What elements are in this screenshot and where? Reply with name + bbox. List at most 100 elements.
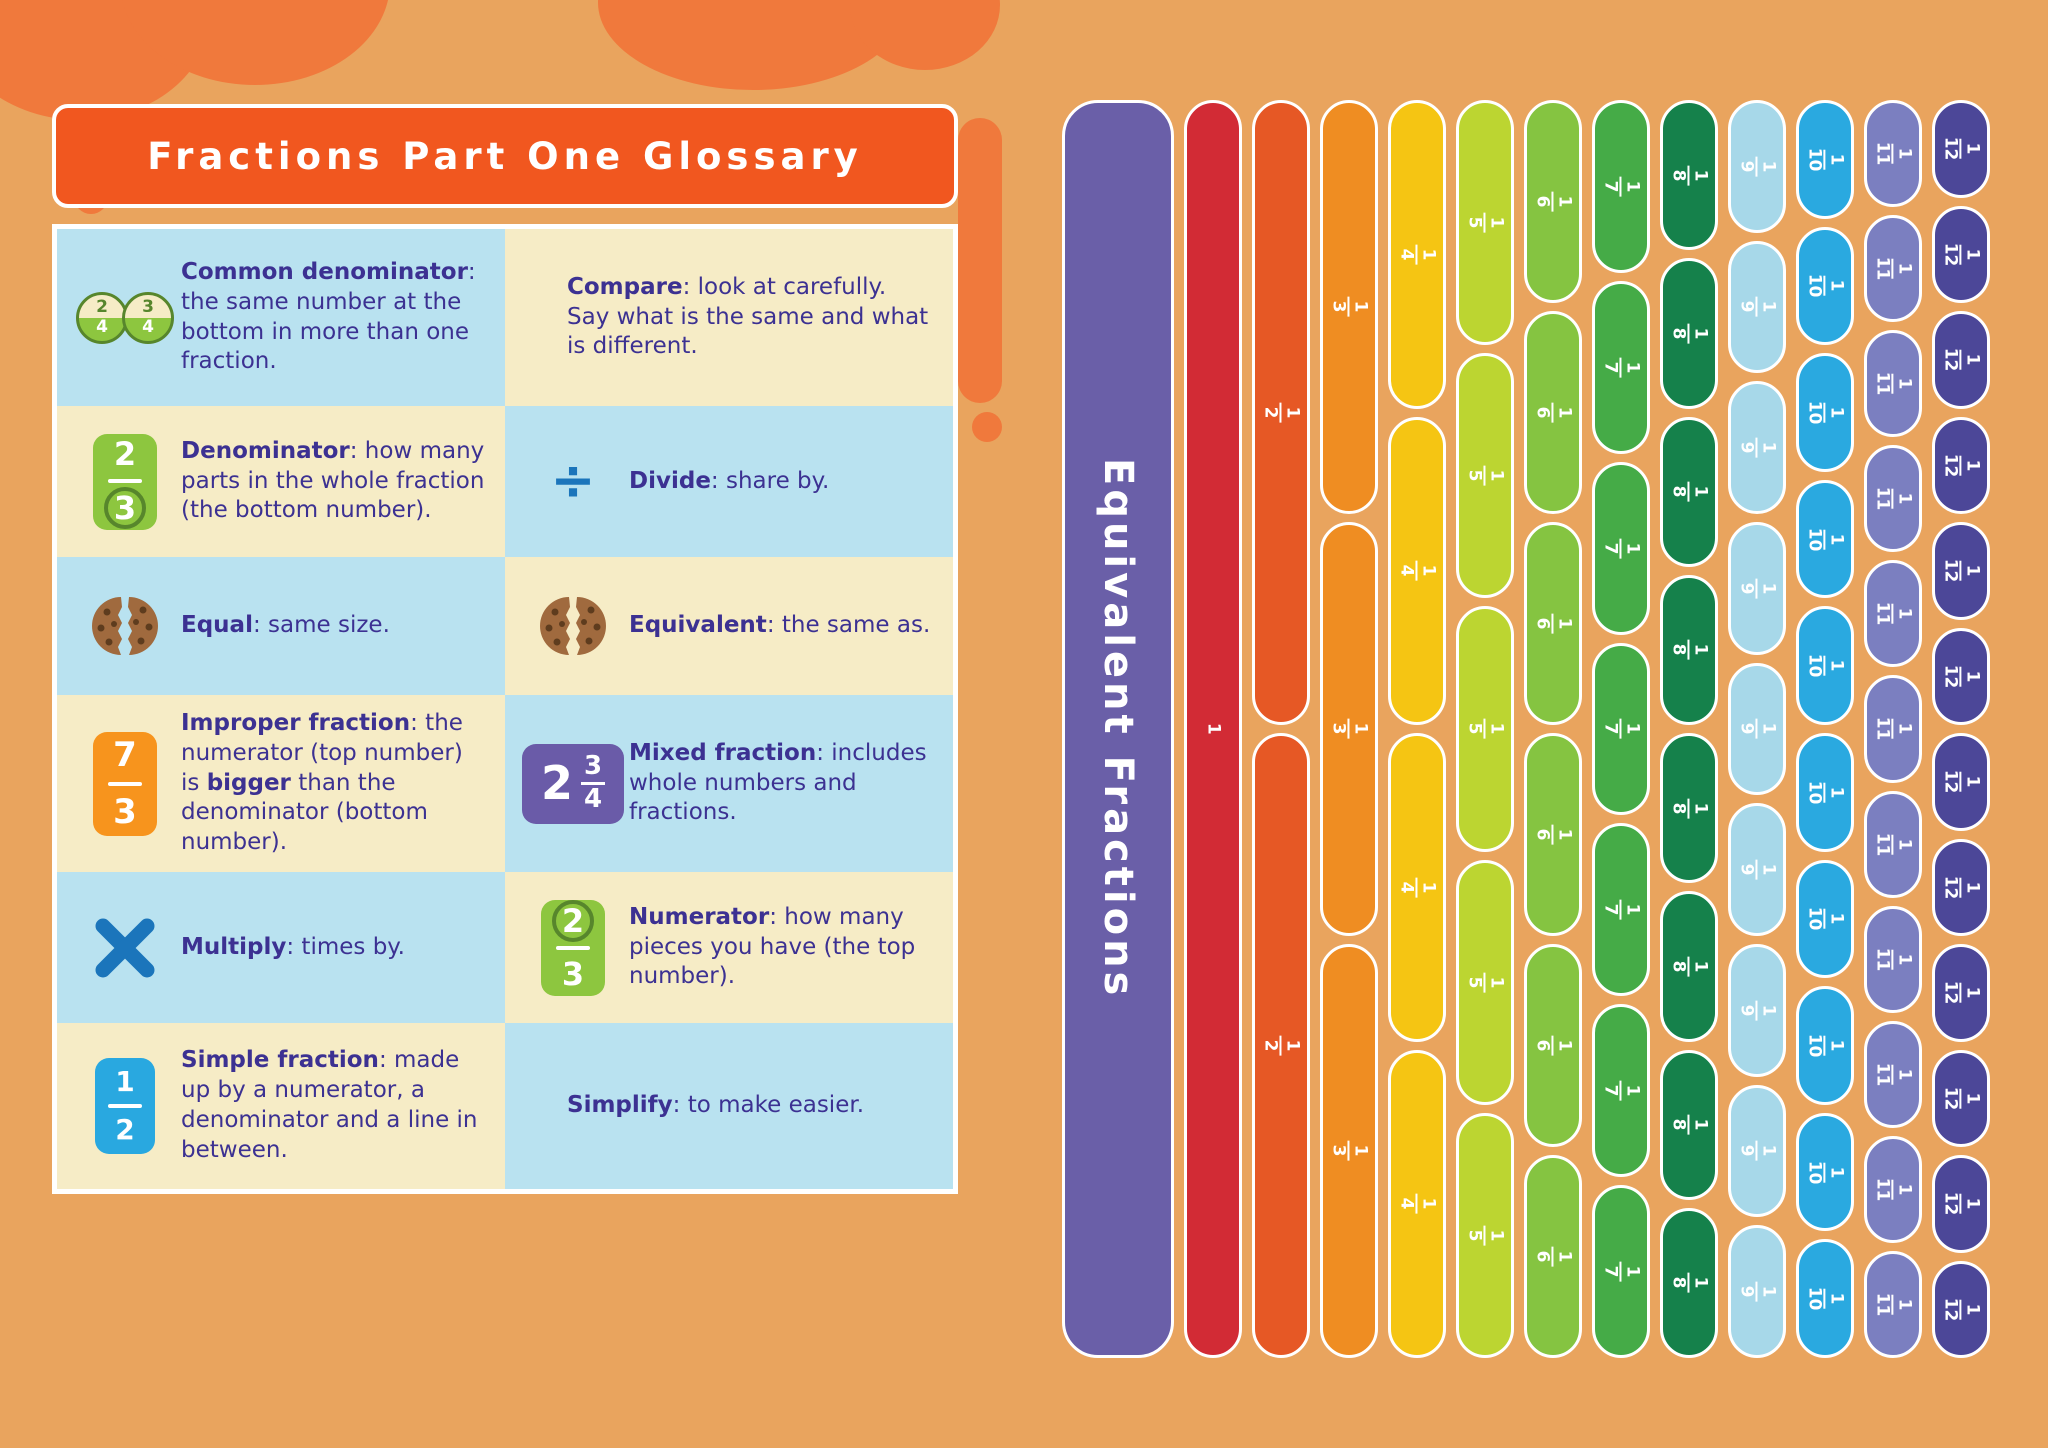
numerator-text: 1 [1756,578,1779,599]
glossary-cell-numerator: 2 3 Numerator: how many pieces you have … [505,872,953,1023]
denominator-text: 9 [1737,582,1757,595]
denominator-text: 12 [1940,242,1961,267]
numerator-text: 1 [1552,402,1575,423]
numerator-text: 1 [1484,972,1507,993]
numerator-text: 1 [1348,719,1371,739]
definition-text: Mixed fraction: includes whole numbers a… [629,739,933,829]
wall-title-bar: Equivalent Fractions [1062,100,1174,1358]
numerator-text: 1 [1688,323,1711,344]
denominator-text: 11 [1872,832,1893,856]
glossary-cell-denominator: 2 3 Denominator: how many parts in the w… [57,406,505,557]
numerator-text: 1 [1552,824,1575,845]
denominator-text: 2 [115,1113,135,1146]
denominator-text: 12 [1940,1086,1961,1111]
numerator-text: 1 [1891,488,1915,509]
numerator-text: 1 [1823,275,1847,296]
denominator-text: 12 [1940,558,1961,583]
mini-fraction: 3 4 [580,751,606,815]
definition-text: Common denominator: the same number at t… [181,258,485,378]
term-text: Improper fraction [181,709,411,736]
denominator-text: 8 [1669,327,1689,340]
denominator-text: 5 [1465,976,1485,989]
definition-text: Divide: share by. [629,467,933,497]
denominator-text: 8 [1669,960,1689,973]
denominator-text: 9 [1737,441,1757,454]
numerator-text: 3 [580,751,606,785]
denominator-text: 9 [1737,863,1757,876]
numerator-text: 1 [1891,1179,1915,1200]
definition-body: : times by. [286,933,405,960]
circled-denominator-text: 3 [104,487,146,530]
denominator-text: 7 [1601,1084,1621,1097]
definition-text: Simplify: to make easier. [567,1091,933,1121]
glossary-cell-equal: Equal: same size. [57,557,505,695]
numerator-text: 1 [1823,1162,1847,1182]
numerator-text: 1 [1823,529,1847,549]
denominator-text: 9 [1737,1285,1757,1298]
fraction-line [108,781,142,786]
denominator-text: 10 [1804,527,1825,551]
denominator-text: 4 [583,784,603,814]
numerator-text: 1 [1552,1246,1575,1267]
numerator-text: 1 [1891,834,1915,855]
denominator-text: 4 [1397,1197,1417,1210]
numerator-text: 1 [1620,357,1643,378]
denominator-text: 4 [1397,564,1417,577]
denominator-text: 12 [1940,980,1961,1005]
numerator-text: 1 [1280,1035,1303,1056]
denominator-text: 6 [1533,1039,1553,1052]
denominator-text: 2 [1261,406,1281,419]
glossary-cell-mixed-fraction: 2 3 4 Mixed fraction: includes whole num… [505,695,953,872]
numerator-text: 1 [1823,149,1847,170]
term-text: Simple fraction [181,1047,379,1074]
denominator-text: 12 [1940,1297,1961,1322]
simple-fraction-tile: 1 2 [95,1058,155,1154]
definition-body: : how many parts in the whole fraction (… [181,437,485,524]
denominator-text: 9 [1737,160,1757,173]
equivalent-cookie-icon [517,594,629,658]
numerator-text: 1 [1891,949,1915,970]
